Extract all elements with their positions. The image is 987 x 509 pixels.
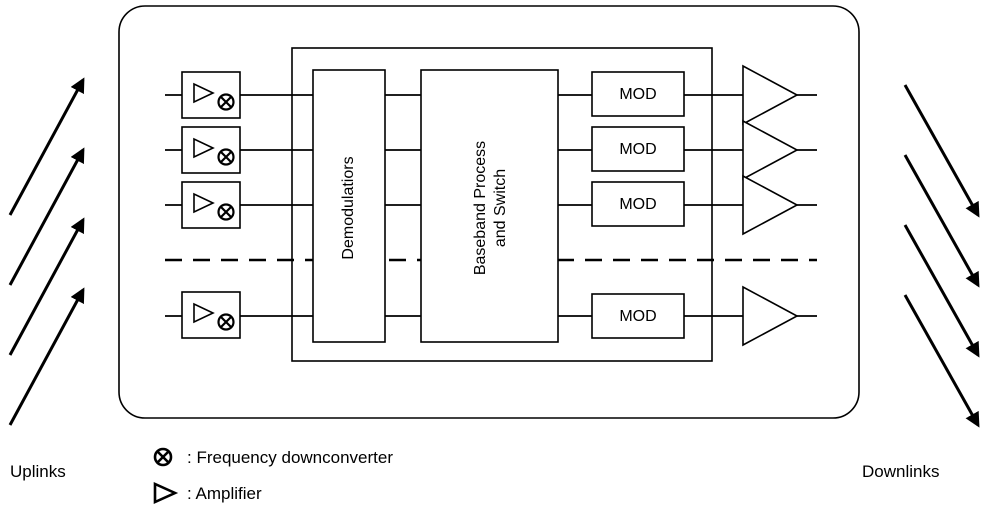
downconverter-stage-1 [181, 71, 241, 119]
legend-downconverter-icon [153, 447, 173, 467]
amplifier-icon [193, 302, 215, 324]
baseband-label-line2: and Switch [492, 169, 509, 247]
uplink-arrow-icon [8, 217, 85, 356]
downlink-arrows [903, 84, 980, 428]
channel-lines [165, 94, 817, 317]
frequency-downconverter-icon [217, 93, 235, 111]
downconverter-stage-3 [181, 181, 241, 229]
legend: : Frequency downconverter : Amplifier [153, 447, 393, 505]
amplifier-icon [193, 192, 215, 214]
uplink-arrows [8, 77, 85, 426]
uplink-arrow-icon [8, 147, 85, 286]
downlinks-label: Downlinks [862, 462, 939, 481]
downlink-arrow-icon [903, 294, 980, 428]
mod-label-1: MOD [619, 86, 656, 103]
amplifier-icon [193, 137, 215, 159]
mod-label-2: MOD [619, 141, 656, 158]
baseband-switch-block [420, 69, 559, 343]
uplinks-label: Uplinks [10, 462, 66, 481]
legend-amplifier-icon [153, 481, 179, 505]
legend-downconverter-text: : Frequency downconverter [187, 448, 393, 467]
downlink-arrow-icon [903, 84, 980, 218]
mod-label-3: MOD [619, 196, 656, 213]
output-amplifier-icon-3 [742, 174, 799, 236]
mod-box-3 [591, 181, 685, 227]
baseband-switch-label: Baseband Process and Switch [472, 141, 509, 275]
demodulators-block [312, 69, 386, 343]
downconverter-stage-4 [181, 291, 241, 339]
mod-box-4 [591, 293, 685, 339]
downconverter-stages [181, 71, 241, 339]
amplifier-icon [193, 82, 215, 104]
output-amplifier-icon-4 [742, 285, 799, 347]
frequency-downconverter-icon [217, 148, 235, 166]
output-amplifier-icon-1 [742, 64, 799, 126]
modulator-blocks: MOD MOD MOD MOD [591, 71, 685, 339]
mod-box-1 [591, 71, 685, 117]
downlink-arrow-icon [903, 224, 980, 358]
output-amplifiers [742, 64, 799, 347]
frequency-downconverter-icon [217, 313, 235, 331]
output-amplifier-icon-2 [742, 119, 799, 181]
payload-enclosure [118, 5, 860, 419]
demodulators-label: Demodulatiors [340, 156, 357, 259]
downlink-arrow-icon [903, 154, 980, 288]
mod-label-4: MOD [619, 308, 656, 325]
baseband-label-line1: Baseband Process [472, 141, 489, 275]
mod-box-2 [591, 126, 685, 172]
uplink-arrow-icon [8, 77, 85, 216]
frequency-downconverter-icon [217, 203, 235, 221]
legend-amplifier-text: : Amplifier [187, 484, 262, 503]
uplink-arrow-icon [8, 287, 85, 426]
downconverter-stage-2 [181, 126, 241, 174]
